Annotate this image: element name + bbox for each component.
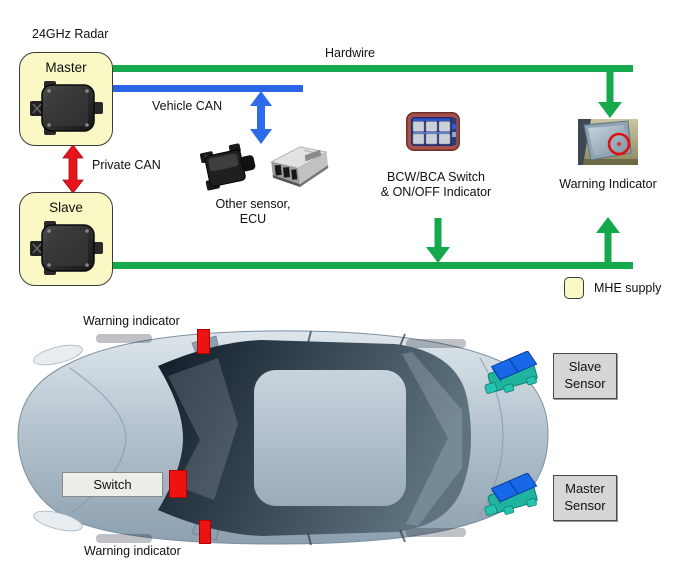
private-can-label: Private CAN (92, 158, 161, 172)
bcw-switch-label-line2: & ON/OFF Indicator (380, 184, 492, 199)
radar-title: 24GHz Radar (32, 27, 109, 41)
slave-sensor-icon (484, 351, 538, 394)
bcw-switch-label-line1: BCW/BCA Switch (387, 170, 485, 184)
switch-down-arrow-icon (426, 218, 450, 263)
other-sensor-icon (199, 143, 256, 191)
slave-node-label: Slave (49, 200, 83, 215)
indicator-up-arrow-icon (596, 217, 620, 263)
master-sensor-callout: Master Sensor (553, 475, 617, 521)
master-sensor-label-line2: Sensor (564, 497, 606, 513)
switch-callout: Switch (62, 472, 163, 497)
warning-indicator-label: Warning Indicator (559, 177, 657, 191)
vehicle-can-line (113, 85, 303, 92)
ecu-icon (270, 146, 329, 187)
warning-indicator-top-marker (197, 329, 210, 354)
warning-indicator-top-label: Warning indicator (83, 314, 180, 328)
hardwire-bottom-line (113, 262, 633, 269)
mhe-supply-label: MHE supply (594, 281, 662, 295)
warning-indicator-bottom-marker (199, 520, 211, 544)
mhe-supply-legend-swatch (564, 277, 584, 299)
private-can-arrow-icon (62, 145, 84, 193)
slave-sensor-callout: Slave Sensor (553, 353, 617, 399)
switch-label: Switch (93, 477, 132, 492)
radar-module-icon (30, 221, 103, 275)
hardwire-label: Hardwire (324, 46, 375, 60)
vehicle-can-arrow-icon (250, 91, 272, 144)
bcw-switch-icon (406, 112, 460, 151)
other-sensor-label: Other sensor, ECU (198, 197, 308, 227)
slave-sensor-label-line2: Sensor (564, 375, 606, 391)
radar-module-icon (30, 81, 103, 135)
hardwire-line (113, 65, 633, 72)
slave-radar-node: Slave (19, 192, 113, 286)
master-sensor-icon (484, 473, 538, 516)
master-sensor-label-line1: Master (565, 481, 605, 496)
master-radar-node: Master (19, 52, 113, 146)
bcw-switch-label: BCW/BCA Switch & ON/OFF Indicator (372, 170, 500, 200)
hardwire-down-arrow-icon (598, 72, 622, 118)
master-node-label: Master (45, 60, 87, 75)
vehicle-can-label: Vehicle CAN (152, 99, 223, 113)
mirror-warning-photo (578, 119, 638, 165)
other-sensor-label-line2: ECU (239, 211, 267, 226)
other-sensor-label-line1: Other sensor, (215, 197, 291, 211)
warning-indicator-bottom-label: Warning indicator (84, 544, 181, 558)
car-top-view (17, 330, 549, 546)
slave-sensor-label-line1: Slave (568, 359, 602, 374)
switch-marker (169, 470, 187, 498)
